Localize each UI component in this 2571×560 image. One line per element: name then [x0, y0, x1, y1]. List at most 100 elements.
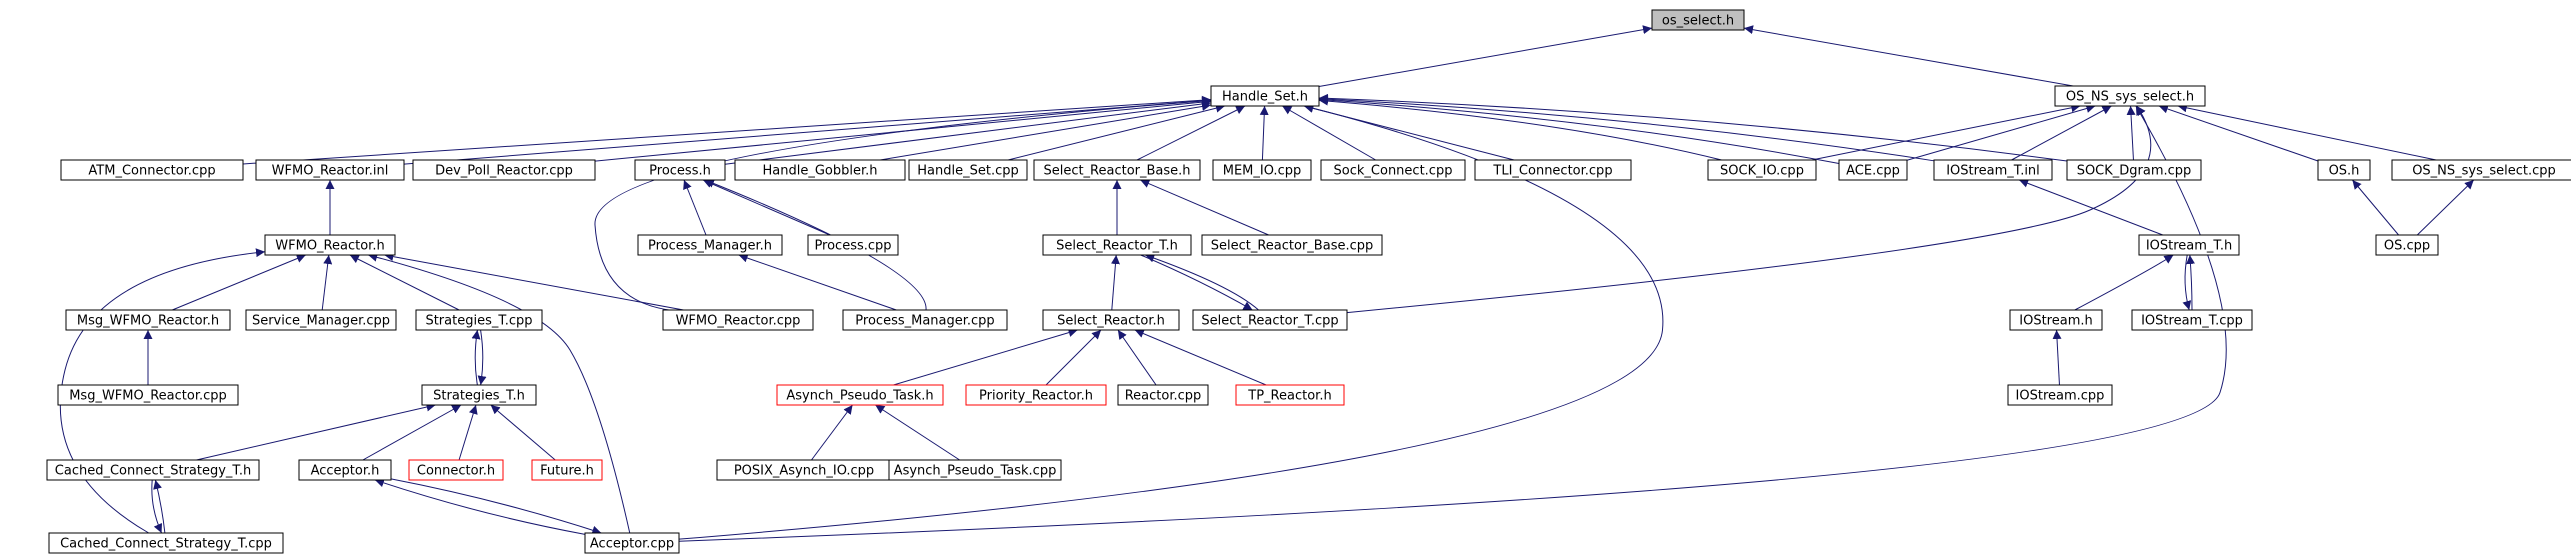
node-select_reactor_base_cpp[interactable]: Select_Reactor_Base.cpp — [1201, 234, 1383, 256]
edge-service_manager_cpp-to-wfmo_reactor_h — [321, 254, 333, 311]
node-label: Connector.h — [417, 464, 495, 479]
node-box — [48, 532, 284, 554]
node-asynch_pseudo_task_h[interactable]: Asynch_Pseudo_Task.h — [776, 384, 944, 406]
node-priority_reactor_h[interactable]: Priority_Reactor.h — [965, 384, 1107, 406]
node-label: Strategies_T.cpp — [425, 314, 532, 329]
node-box — [412, 159, 596, 181]
node-os_cpp[interactable]: OS.cpp — [2375, 234, 2439, 256]
node-tp_reactor_h[interactable]: TP_Reactor.h — [1235, 384, 1345, 406]
node-label: TP_Reactor.h — [1247, 389, 1331, 404]
node-wfmo_reactor_inl[interactable]: WFMO_Reactor.inl — [255, 159, 405, 181]
node-box — [662, 309, 814, 331]
edge-wfmo_reactor_cpp-to-handle_set_h — [594, 96, 1212, 311]
edge-select_reactor_t_h-to-select_reactor_t_cpp — [1140, 254, 1253, 311]
edge-acceptor_cpp-to-wfmo_reactor_h — [368, 252, 631, 534]
node-handle_set_cpp[interactable]: Handle_Set.cpp — [908, 159, 1028, 181]
node-label: WFMO_Reactor.h — [275, 239, 384, 254]
node-cached_connect_strategy_t_cpp[interactable]: Cached_Connect_Strategy_T.cpp — [48, 532, 284, 554]
node-box — [637, 234, 783, 256]
node-label: Msg_WFMO_Reactor.h — [77, 314, 219, 329]
node-process_manager_cpp[interactable]: Process_Manager.cpp — [842, 309, 1008, 331]
node-label: Handle_Gobbler.h — [762, 164, 877, 179]
node-atm_connector_cpp[interactable]: ATM_Connector.cpp — [60, 159, 244, 181]
node-os_ns_sys_select_cpp[interactable]: OS_NS_sys_select.cpp — [2391, 159, 2571, 181]
node-sock_dgram_cpp[interactable]: SOCK_Dgram.cpp — [2066, 159, 2202, 181]
node-sock_connect_cpp[interactable]: Sock_Connect.cpp — [1320, 159, 1466, 181]
node-cached_connect_strategy_t_h[interactable]: Cached_Connect_Strategy_T.h — [46, 459, 260, 481]
node-box — [408, 459, 504, 481]
node-dev_poll_reactor_cpp[interactable]: Dev_Poll_Reactor.cpp — [412, 159, 596, 181]
node-iostream_t_inl[interactable]: IOStream_T.inl — [1933, 159, 2053, 181]
node-os_select_h[interactable]: os_select.h — [1651, 9, 1745, 31]
edge-asynch_pseudo_task_cpp-to-asynch_pseudo_task_h — [875, 404, 960, 461]
node-ace_cpp[interactable]: ACE.cpp — [1838, 159, 1908, 181]
node-label: Select_Reactor_Base.h — [1043, 164, 1190, 179]
node-box — [2138, 234, 2240, 256]
node-label: Process.h — [649, 164, 711, 179]
node-strategies_t_h[interactable]: Strategies_T.h — [421, 384, 537, 406]
edge-select_reactor_h-to-select_reactor_t_h — [1110, 254, 1120, 311]
node-wfmo_reactor_cpp[interactable]: WFMO_Reactor.cpp — [662, 309, 814, 331]
node-strategies_t_cpp[interactable]: Strategies_T.cpp — [415, 309, 543, 331]
node-wfmo_reactor_h[interactable]: WFMO_Reactor.h — [264, 234, 396, 256]
node-service_manager_cpp[interactable]: Service_Manager.cpp — [245, 309, 397, 331]
node-select_reactor_t_h[interactable]: Select_Reactor_T.h — [1042, 234, 1192, 256]
node-future_h[interactable]: Future.h — [531, 459, 603, 481]
node-process_h[interactable]: Process.h — [634, 159, 726, 181]
node-box — [2131, 309, 2253, 331]
node-msg_wfmo_reactor_h[interactable]: Msg_WFMO_Reactor.h — [65, 309, 231, 331]
node-process_cpp[interactable]: Process.cpp — [807, 234, 899, 256]
edge-process_manager_cpp-to-process_h — [704, 179, 927, 311]
node-select_reactor_h[interactable]: Select_Reactor.h — [1042, 309, 1180, 331]
edge-iostream_cpp-to-iostream_h — [2052, 329, 2062, 386]
node-box — [1117, 384, 1209, 406]
node-box — [734, 159, 906, 181]
node-tli_connector_cpp[interactable]: TLI_Connector.cpp — [1474, 159, 1632, 181]
node-label: IOStream.cpp — [2016, 389, 2105, 404]
edge-msg_wfmo_reactor_h-to-wfmo_reactor_h — [172, 254, 306, 311]
node-os_ns_sys_select_h[interactable]: OS_NS_sys_select.h — [2054, 85, 2206, 107]
node-iostream_t_h[interactable]: IOStream_T.h — [2138, 234, 2240, 256]
node-handle_gobbler_h[interactable]: Handle_Gobbler.h — [734, 159, 906, 181]
node-handle_set_h[interactable]: Handle_Set.h — [1210, 85, 1320, 107]
node-asynch_pseudo_task_cpp[interactable]: Asynch_Pseudo_Task.cpp — [888, 459, 1062, 481]
node-label: Select_Reactor_T.cpp — [1201, 314, 1338, 329]
node-os_h[interactable]: OS.h — [2317, 159, 2371, 181]
node-box — [1033, 159, 1201, 181]
edges-layer — [59, 25, 2475, 542]
node-acceptor_cpp[interactable]: Acceptor.cpp — [584, 532, 680, 554]
node-mem_io_cpp[interactable]: MEM_IO.cpp — [1212, 159, 1312, 181]
node-box — [1042, 234, 1192, 256]
node-posix_asynch_io_cpp[interactable]: POSIX_Asynch_IO.cpp — [716, 459, 892, 481]
node-label: WFMO_Reactor.cpp — [676, 314, 801, 329]
node-msg_wfmo_reactor_cpp[interactable]: Msg_WFMO_Reactor.cpp — [57, 384, 239, 406]
node-label: Service_Manager.cpp — [252, 314, 390, 329]
node-label: POSIX_Asynch_IO.cpp — [734, 464, 874, 479]
node-iostream_h[interactable]: IOStream.h — [2009, 309, 2103, 331]
node-sock_io_cpp[interactable]: SOCK_IO.cpp — [1707, 159, 1817, 181]
node-select_reactor_t_cpp[interactable]: Select_Reactor_T.cpp — [1192, 309, 1348, 331]
edge-process_manager_cpp-to-process_manager_h — [738, 253, 897, 311]
edge-wfmo_reactor_cpp-to-wfmo_reactor_h — [384, 252, 684, 311]
edge-strategies_t_h-to-strategies_t_cpp — [471, 329, 481, 386]
node-box — [60, 159, 244, 181]
node-connector_h[interactable]: Connector.h — [408, 459, 504, 481]
node-label: Acceptor.cpp — [590, 537, 674, 552]
edge-iostream_h-to-iostream_t_h — [2074, 254, 2174, 311]
node-label: Select_Reactor_T.h — [1056, 239, 1178, 254]
node-box — [421, 384, 537, 406]
node-label: Select_Reactor_Base.cpp — [1211, 239, 1374, 254]
node-box — [842, 309, 1008, 331]
node-iostream_t_cpp[interactable]: IOStream_T.cpp — [2131, 309, 2253, 331]
node-select_reactor_base_h[interactable]: Select_Reactor_Base.h — [1033, 159, 1201, 181]
node-label: Cached_Connect_Strategy_T.cpp — [60, 537, 272, 552]
node-box — [2391, 159, 2571, 181]
node-label: Asynch_Pseudo_Task.cpp — [894, 464, 1057, 479]
node-acceptor_h[interactable]: Acceptor.h — [298, 459, 392, 481]
node-box — [255, 159, 405, 181]
node-iostream_cpp[interactable]: IOStream.cpp — [2007, 384, 2113, 406]
node-process_manager_h[interactable]: Process_Manager.h — [637, 234, 783, 256]
node-box — [245, 309, 397, 331]
node-reactor_cpp[interactable]: Reactor.cpp — [1117, 384, 1209, 406]
node-box — [65, 309, 231, 331]
